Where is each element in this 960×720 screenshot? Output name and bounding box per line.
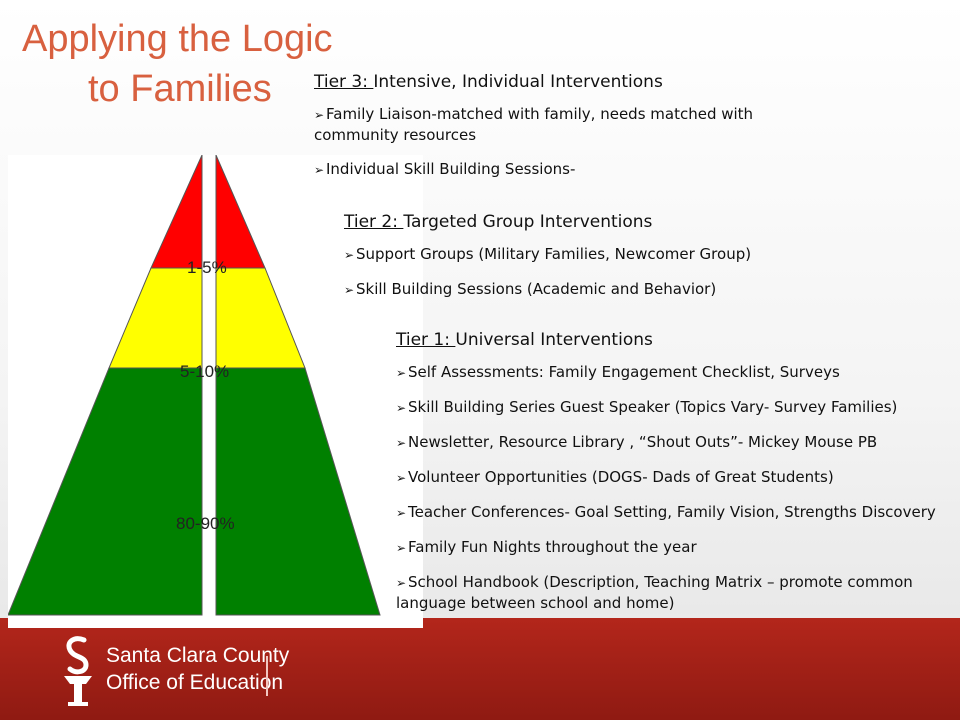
list-item: ➢Self Assessments: Family Engagement Che… [396, 362, 956, 383]
list-item: ➢Volunteer Opportunities (DOGS- Dads of … [396, 467, 956, 488]
arrow-bullet-icon: ➢ [396, 401, 407, 415]
tier-2-heading: Tier 2: Targeted Group Interventions [344, 212, 864, 232]
pyramid-right-red [215, 155, 266, 269]
list-item: ➢Skill Building Sessions (Academic and B… [344, 279, 864, 300]
tier-1-list: ➢Self Assessments: Family Engagement Che… [396, 362, 956, 613]
arrow-bullet-icon: ➢ [344, 248, 355, 262]
tier-3-prefix: Tier 3: [314, 72, 374, 92]
org-name-line-1: Santa Clara County [106, 644, 290, 667]
list-item: ➢Family Fun Nights throughout the year [396, 537, 956, 558]
list-item: ➢Support Groups (Military Families, Newc… [344, 244, 864, 265]
list-item-text: Teacher Conferences- Goal Setting, Famil… [408, 503, 936, 521]
list-item: ➢Newsletter, Resource Library , “Shout O… [396, 432, 956, 453]
list-item: ➢Teacher Conferences- Goal Setting, Fami… [396, 502, 956, 523]
tier-3-list: ➢Family Liaison-matched with family, nee… [314, 104, 834, 180]
tier-1-heading: Tier 1: Universal Interventions [396, 330, 956, 350]
slide-title: Applying the Logic to Families [22, 14, 352, 114]
arrow-bullet-icon: ➢ [396, 366, 407, 380]
tier-2-section: Tier 2: Targeted Group Interventions ➢Su… [344, 212, 864, 314]
tier-2-title: Targeted Group Interventions [403, 212, 653, 232]
list-item: ➢Skill Building Series Guest Speaker (To… [396, 397, 956, 418]
title-line-1: Applying the Logic [22, 18, 333, 60]
arrow-bullet-icon: ➢ [396, 506, 407, 520]
tier-pyramid [8, 155, 381, 616]
arrow-bullet-icon: ➢ [314, 108, 325, 122]
org-name-line-2: Office of Education [106, 671, 284, 694]
arrow-bullet-icon: ➢ [396, 471, 407, 485]
tier-3-title: Intensive, Individual Interventions [373, 72, 663, 92]
tier-2-list: ➢Support Groups (Military Families, Newc… [344, 244, 864, 300]
sccoe-logo: Santa Clara County Office of Education [56, 630, 306, 710]
list-item: ➢School Handbook (Description, Teaching … [396, 572, 956, 613]
arrow-bullet-icon: ➢ [344, 283, 355, 297]
pyramid-label-middle: 5-10% [180, 362, 230, 381]
pyramid-left-yellow [108, 267, 203, 369]
list-item-text: Support Groups (Military Families, Newco… [356, 245, 752, 263]
arrow-bullet-icon: ➢ [396, 541, 407, 555]
list-item-text: Skill Building Series Guest Speaker (Top… [408, 398, 898, 416]
list-item-text: Family Fun Nights throughout the year [408, 538, 697, 556]
tier-1-title: Universal Interventions [455, 330, 653, 350]
torch-s-icon [64, 636, 92, 706]
list-item-text: Self Assessments: Family Engagement Chec… [408, 363, 840, 381]
pyramid-label-bottom: 80-90% [176, 514, 235, 533]
title-line-2: to Families [88, 68, 272, 110]
list-item-text: Skill Building Sessions (Academic and Be… [356, 280, 717, 298]
pyramid-right-yellow [215, 267, 306, 369]
list-item: ➢Family Liaison-matched with family, nee… [314, 104, 834, 145]
list-item-text: Newsletter, Resource Library , “Shout Ou… [408, 433, 878, 451]
list-item-text: Family Liaison-matched with family, need… [314, 105, 754, 144]
tier-1-section: Tier 1: Universal Interventions ➢Self As… [396, 330, 956, 627]
list-item-text: Individual Skill Building Sessions- [326, 160, 576, 178]
list-item-text: Volunteer Opportunities (DOGS- Dads of G… [408, 468, 834, 486]
logo-divider [266, 656, 268, 696]
arrow-bullet-icon: ➢ [396, 576, 407, 590]
tier-2-prefix: Tier 2: [344, 212, 404, 232]
list-item: ➢Individual Skill Building Sessions- [314, 159, 834, 180]
tier-3-section: Tier 3: Intensive, Individual Interventi… [314, 72, 834, 194]
pyramid-label-top: 1-5% [187, 258, 227, 277]
arrow-bullet-icon: ➢ [396, 436, 407, 450]
pyramid-left-red [150, 155, 203, 269]
arrow-bullet-icon: ➢ [314, 163, 325, 177]
org-name: Santa Clara County Office of Education [106, 642, 289, 696]
footer-band [0, 618, 960, 720]
tier-1-prefix: Tier 1: [396, 330, 456, 350]
tier-3-heading: Tier 3: Intensive, Individual Interventi… [314, 72, 834, 92]
pyramid-left-green [8, 367, 203, 616]
pyramid-right-green [215, 367, 381, 616]
list-item-text: School Handbook (Description, Teaching M… [396, 573, 913, 612]
